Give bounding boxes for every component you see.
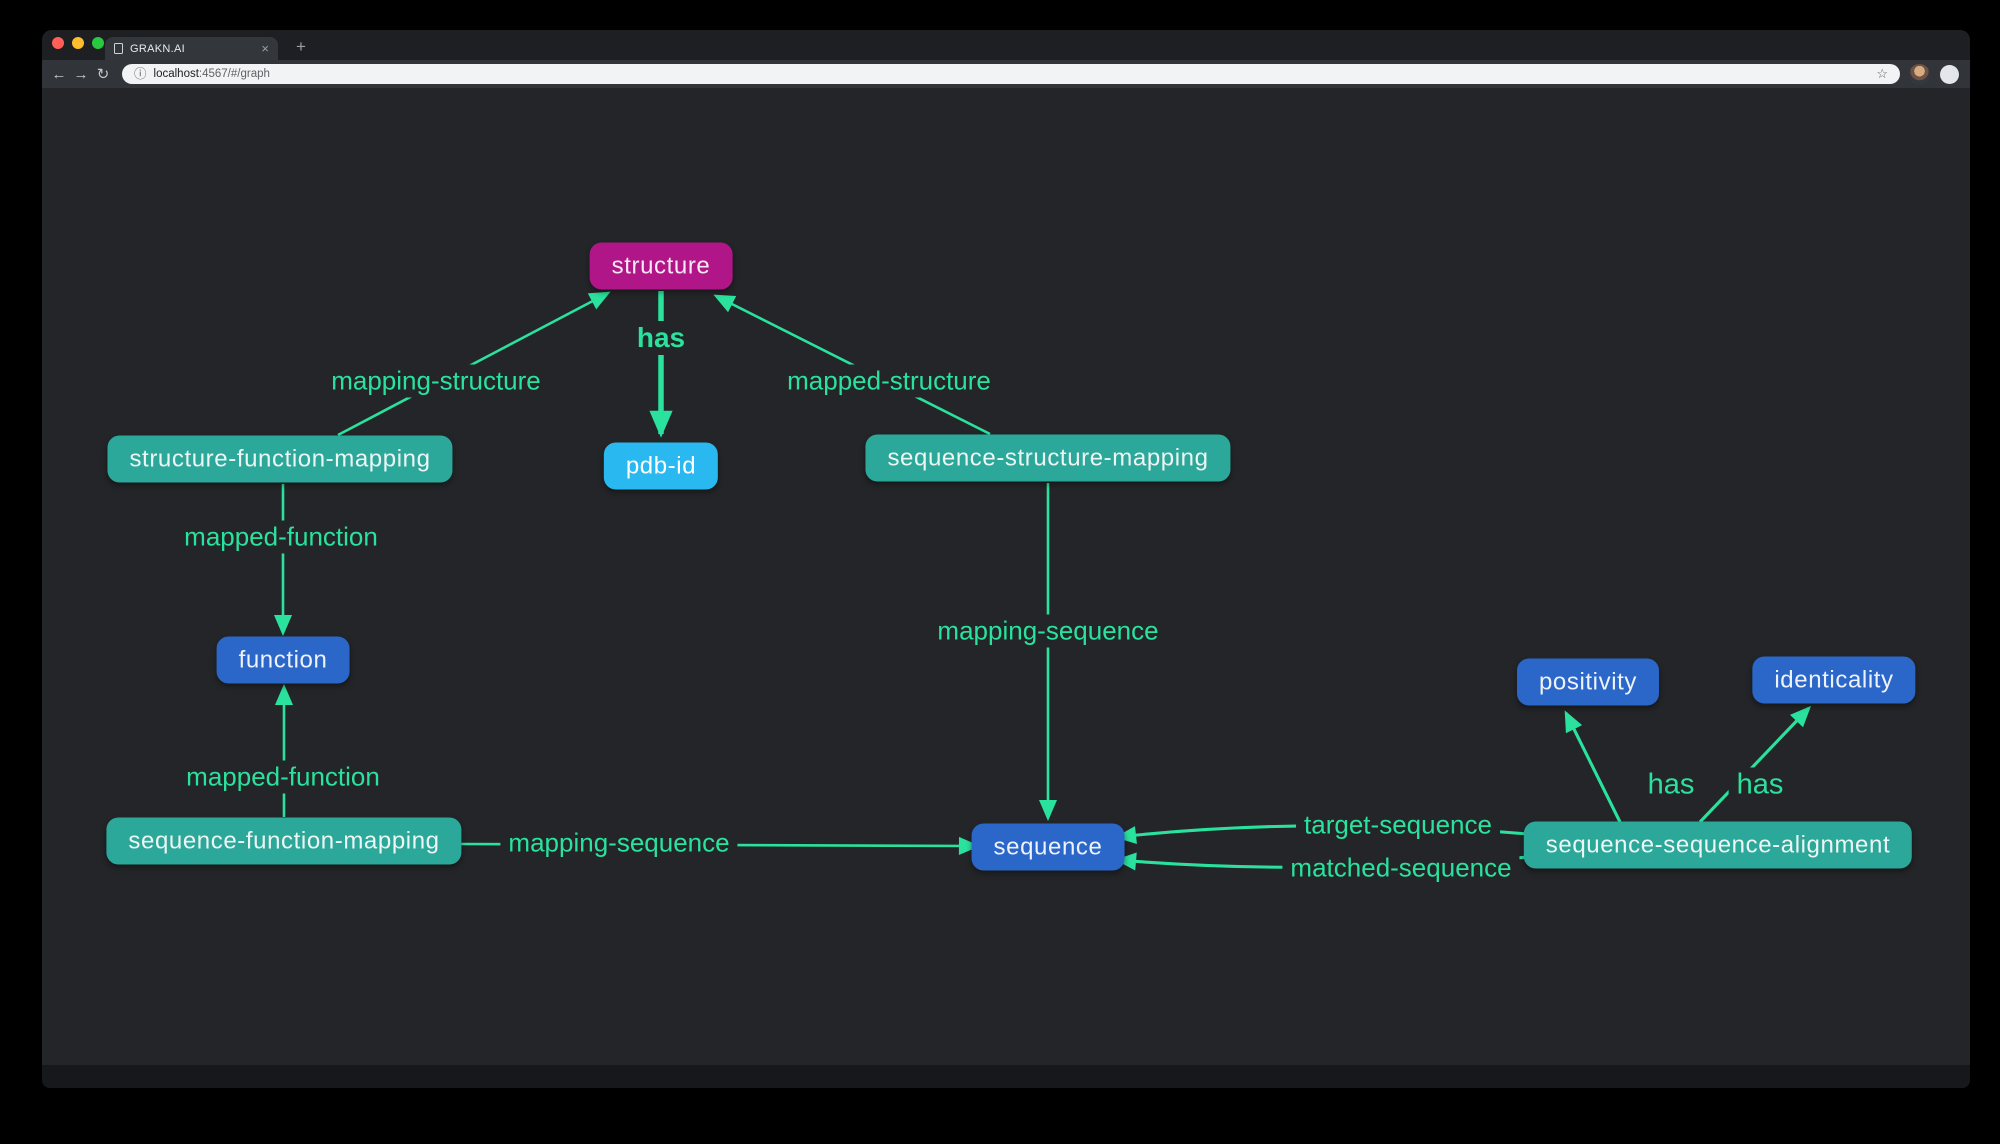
edge-label-mapped-structure: mapped-structure — [779, 364, 999, 398]
bookmark-star-icon[interactable]: ☆ — [1876, 66, 1888, 81]
browser-tab[interactable]: GRAKN.AI × — [105, 37, 278, 60]
edge-label-mapped-function-top: mapped-function — [176, 520, 386, 554]
page-favicon-icon — [114, 43, 123, 54]
maximize-window-button[interactable] — [92, 37, 104, 49]
tab-title: GRAKN.AI — [130, 42, 185, 55]
site-info-icon[interactable]: ⓘ — [134, 66, 147, 81]
url-bar[interactable]: ⓘ localhost:4567/#/graph ☆ — [122, 64, 1900, 84]
profile-avatar[interactable] — [1909, 63, 1930, 85]
edge-label-mapping-structure: mapping-structure — [323, 364, 549, 398]
tab-close-icon[interactable]: × — [261, 41, 269, 56]
edge-label-has-identicality: has — [1728, 767, 1792, 803]
traffic-lights — [52, 37, 104, 49]
node-positivity[interactable]: positivity — [1516, 658, 1660, 706]
node-sequence[interactable]: sequence — [971, 823, 1125, 871]
node-identicality[interactable]: identicality — [1752, 656, 1916, 704]
edge-label-mapping-sequence-vertical: mapping-sequence — [929, 614, 1167, 648]
tab-strip: GRAKN.AI × + — [42, 30, 1970, 60]
node-pdb-id[interactable]: pdb-id — [603, 442, 719, 490]
node-sequence-structure-mapping[interactable]: sequence-structure-mapping — [865, 434, 1231, 482]
graph-edges — [273, 291, 1812, 871]
minimize-window-button[interactable] — [72, 37, 84, 49]
edge-label-matched-sequence: matched-sequence — [1282, 851, 1520, 885]
graph-canvas[interactable]: mapping-structure has mapped-structure m… — [42, 88, 1970, 1065]
new-tab-button[interactable]: + — [296, 37, 306, 56]
node-structure[interactable]: structure — [589, 242, 733, 290]
edge-has-identicality — [1698, 705, 1812, 824]
browser-window: GRAKN.AI × + ← → ↻ ⓘ localhost:4567/#/gr… — [42, 30, 1970, 1088]
node-function[interactable]: function — [216, 636, 350, 684]
close-window-button[interactable] — [52, 37, 64, 49]
back-button[interactable]: ← — [51, 65, 67, 83]
edge-label-has-pdb-id: has — [628, 321, 694, 355]
secondary-avatar[interactable] — [1940, 64, 1959, 84]
url-path: :4567/#/graph — [198, 68, 270, 80]
node-sequence-sequence-alignment[interactable]: sequence-sequence-alignment — [1523, 821, 1913, 869]
url-host: localhost — [153, 68, 199, 80]
browser-toolbar: ← → ↻ ⓘ localhost:4567/#/graph ☆ — [42, 60, 1970, 88]
node-structure-function-mapping[interactable]: structure-function-mapping — [107, 435, 453, 483]
forward-button[interactable]: → — [73, 65, 89, 83]
edge-has-positivity — [1564, 710, 1622, 823]
reload-button[interactable]: ↻ — [96, 66, 110, 83]
edge-label-target-sequence: target-sequence — [1296, 808, 1500, 842]
app-footer-bar — [42, 1065, 1970, 1088]
edge-label-has-positivity: has — [1639, 767, 1703, 803]
url-text: localhost:4567/#/graph — [154, 68, 270, 80]
node-sequence-function-mapping[interactable]: sequence-function-mapping — [106, 817, 462, 865]
edge-label-mapping-sequence-horizontal: mapping-sequence — [500, 826, 738, 860]
edge-label-mapped-function-bottom: mapped-function — [178, 760, 388, 794]
edge-mapping-structure — [337, 291, 611, 437]
